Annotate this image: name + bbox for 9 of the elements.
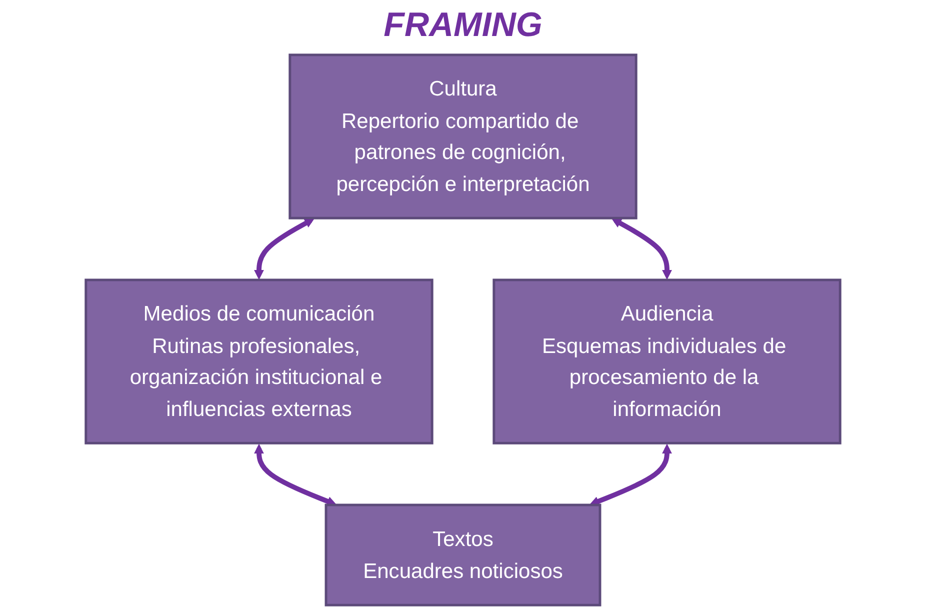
arrow <box>254 444 337 506</box>
arrow <box>589 444 672 506</box>
node-box: Medios de comunicación Rutinas profesionales, organización institucional e influencias externas <box>84 278 434 444</box>
node-box: Audiencia Esquemas individuales de procesamiento de la información <box>492 278 842 444</box>
arrow <box>611 218 672 280</box>
node-box: Textos Encuadres noticiosos <box>324 504 602 606</box>
diagram-label: FRAMING <box>384 6 542 45</box>
arrow <box>254 218 315 280</box>
node-box: Cultura Repertorio compartido de patrones de cognición, percepción e interpretación <box>288 54 638 220</box>
